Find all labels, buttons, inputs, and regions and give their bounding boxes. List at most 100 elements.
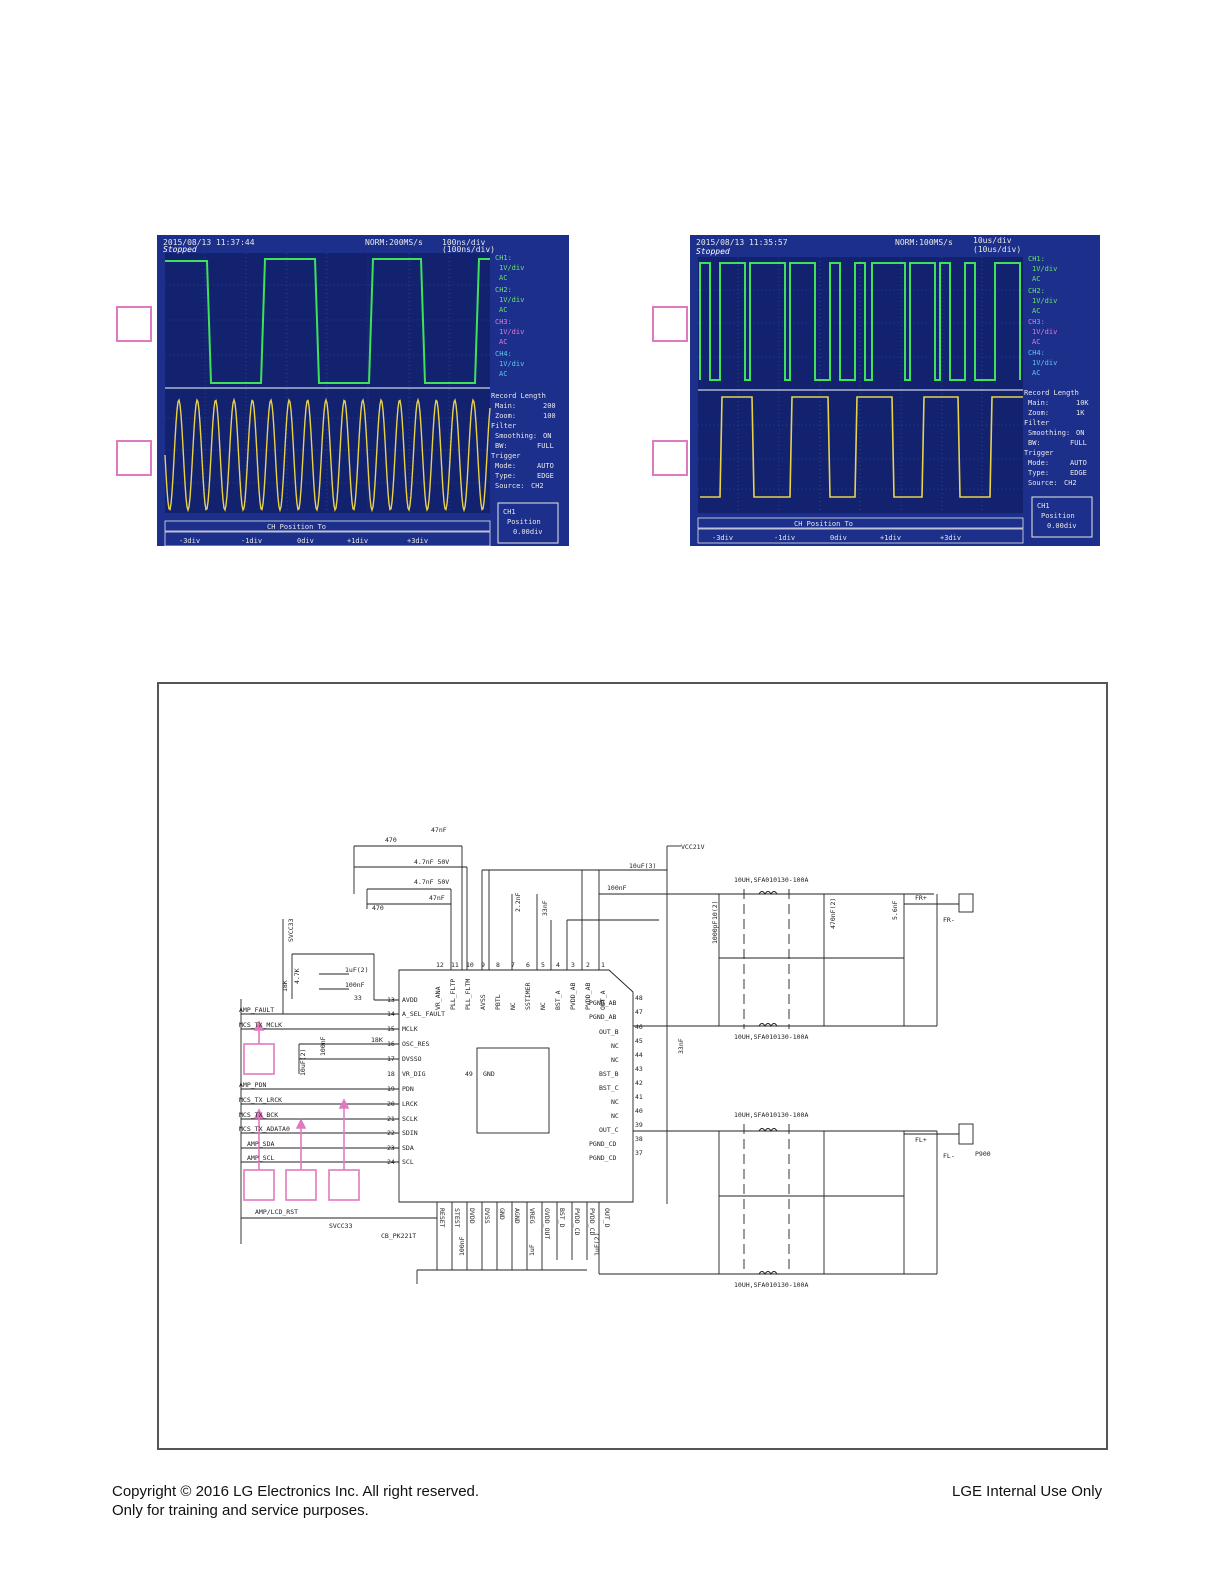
pos-label-right: Position — [1041, 512, 1075, 520]
pin-sstimer: SSTIMER — [524, 983, 532, 1010]
label-mcs-tx-adata0: MCS_TX_ADATA0 — [239, 1125, 290, 1133]
label-inductor-3: 10UH,SFA010130-100A — [734, 1111, 808, 1119]
pin-vr-ana: VR_ANA — [434, 986, 442, 1010]
timestamp-left: 2015/08/13 11:37:44 — [163, 238, 255, 247]
ch2-label-left: CH2: — [495, 286, 512, 294]
pin-num-21: 21 — [387, 1115, 395, 1123]
ch2-volt-left: 1V/div — [499, 296, 524, 304]
label-cap-100nf-l: 100nF — [345, 981, 365, 989]
ch3-label-right: CH3: — [1028, 318, 1045, 326]
label-cap-4n7b: 4.7nF 50V — [414, 878, 449, 886]
pin-num-22: 22 — [387, 1129, 395, 1137]
ch2-coupling-left: AC — [499, 306, 507, 314]
zoom-value-left: 100 — [543, 412, 556, 420]
label-mcs-tx-bck: MCS_TX_BCK — [239, 1111, 278, 1119]
btn-plus1-right[interactable]: +1div — [880, 534, 901, 542]
type-label-right: Type: — [1028, 469, 1049, 477]
zoom-label-right: Zoom: — [1028, 409, 1049, 417]
btn-plus3-right[interactable]: +3div — [940, 534, 961, 542]
timebase-zoom-right: (10us/div) — [973, 245, 1021, 254]
ch2-coupling-right: AC — [1032, 307, 1040, 315]
pin-num-3: 3 — [571, 961, 575, 969]
scope-screen-right: 2015/08/13 11:35:57 Stopped NORM:100MS/s… — [696, 236, 1093, 544]
pin-num-14: 14 — [387, 1010, 395, 1018]
trigger-label-right: Trigger — [1024, 449, 1054, 457]
label-cap-1000pf: 1000pF — [711, 920, 719, 944]
ch3-coupling-left: AC — [499, 338, 507, 346]
timebase-left: 100ns/div — [442, 238, 486, 247]
btn-plus3-left[interactable]: +3div — [407, 537, 428, 545]
btn-minus3-right[interactable]: -3div — [712, 534, 733, 542]
pin-nc-45: NC — [611, 1042, 619, 1050]
btn-zero-right[interactable]: 0div — [830, 534, 847, 542]
position-title-left: CH Position To — [267, 523, 326, 531]
footer-internal: LGE Internal Use Only — [952, 1482, 1102, 1501]
label-amp-sda: AMP_SDA — [247, 1140, 274, 1148]
label-cap-33nf-top: 33nF — [541, 900, 549, 916]
pos-value-right: 0.00div — [1047, 522, 1077, 530]
pin-out-b: OUT_B — [599, 1028, 619, 1036]
pin-sdin: SDIN — [402, 1129, 418, 1137]
zoom-label-left: Zoom: — [495, 412, 516, 420]
pin-pgnd-ab-1: PGND_AB — [589, 999, 616, 1007]
btn-plus1-left[interactable]: +1div — [347, 537, 368, 545]
record-length-right: Record Length — [1024, 389, 1079, 397]
pin-num-39: 39 — [635, 1121, 643, 1129]
type-value-right: EDGE — [1070, 469, 1087, 477]
pin-bst-b: BST_B — [599, 1070, 619, 1078]
label-cap-1uf2-b: 1uF(2) — [593, 1233, 601, 1256]
ch2-volt-right: 1V/div — [1032, 297, 1057, 305]
ch4-label-right: CH4: — [1028, 349, 1045, 357]
trigger-label-left: Trigger — [491, 452, 521, 460]
pin-mclk: MCLK — [402, 1025, 418, 1033]
ch3-coupling-right: AC — [1032, 338, 1040, 346]
ch1-volt-left: 1V/div — [499, 264, 524, 272]
pin-num-18: 18 — [387, 1070, 395, 1078]
pin-num-8: 8 — [496, 961, 500, 969]
test-point-lrck — [243, 1169, 275, 1201]
pin-sda: SDA — [402, 1144, 414, 1152]
label-cap-100nf-b: 100nF — [458, 1236, 466, 1256]
pin-nc-41: NC — [611, 1098, 619, 1106]
main-label-left: Main: — [495, 402, 516, 410]
ch4-volt-left: 1V/div — [499, 360, 524, 368]
test-point-adata — [328, 1169, 360, 1201]
pin-num-37: 37 — [635, 1149, 643, 1157]
pin-num-46: 46 — [635, 1023, 643, 1031]
btn-minus3-left[interactable]: -3div — [179, 537, 200, 545]
btn-minus1-right[interactable]: -1div — [774, 534, 795, 542]
pin-vr-dig: VR_DIG — [402, 1070, 426, 1078]
scope-screen-left: 2015/08/13 11:37:44 Stopped NORM:200MS/s… — [163, 238, 559, 546]
label-res-18k: 18K — [281, 980, 289, 992]
label-inductor-4: 10UH,SFA010130-100A — [734, 1281, 808, 1289]
channel-marker-left-bottom — [116, 440, 152, 476]
pin-num-4: 4 — [556, 961, 560, 969]
test-point-bck — [285, 1169, 317, 1201]
label-vcc21v: VCC21V — [681, 843, 705, 851]
pin-pvdd-ab-3: PVDD_AB — [569, 983, 577, 1010]
pin-gnd-29: GND — [498, 1208, 506, 1220]
zoom-value-right: 1K — [1076, 409, 1085, 417]
pin-gvdd-out: GVDD_OUT — [543, 1208, 551, 1239]
bw-label-right: BW: — [1028, 439, 1041, 447]
label-net-frp: FR+ — [915, 894, 927, 902]
bw-value-right: FULL — [1070, 439, 1087, 447]
pin-pdn: PDN — [402, 1085, 414, 1093]
label-inductor-2: 10UH,SFA010130-100A — [734, 1033, 808, 1041]
schematic-frame: 47nF 470 4.7nF 50V 4.7nF 50V 470 47nF VC… — [157, 682, 1108, 1450]
btn-zero-left[interactable]: 0div — [297, 537, 314, 545]
pin-num-12: 12 — [436, 961, 444, 969]
pin-avss: AVSS — [479, 994, 487, 1010]
pin-pgnd-cd-1: PGND_CD — [589, 1140, 616, 1148]
label-cap-1uf: 1uF — [528, 1244, 536, 1256]
pin-osc-res: OSC_RES — [402, 1040, 429, 1048]
label-r33: 33 — [354, 994, 362, 1002]
pin-out-c: OUT_C — [599, 1126, 619, 1134]
pin-num-48: 48 — [635, 994, 643, 1002]
pin-a-sel-fault: A_SEL_FAULT — [402, 1010, 445, 1018]
pin-num-45: 45 — [635, 1037, 643, 1045]
pin-num-42: 42 — [635, 1079, 643, 1087]
btn-minus1-left[interactable]: -1div — [241, 537, 262, 545]
footer-copyright: Copyright © 2016 LG Electronics Inc. All… — [112, 1482, 479, 1520]
ch1-label-left: CH1: — [495, 254, 512, 262]
